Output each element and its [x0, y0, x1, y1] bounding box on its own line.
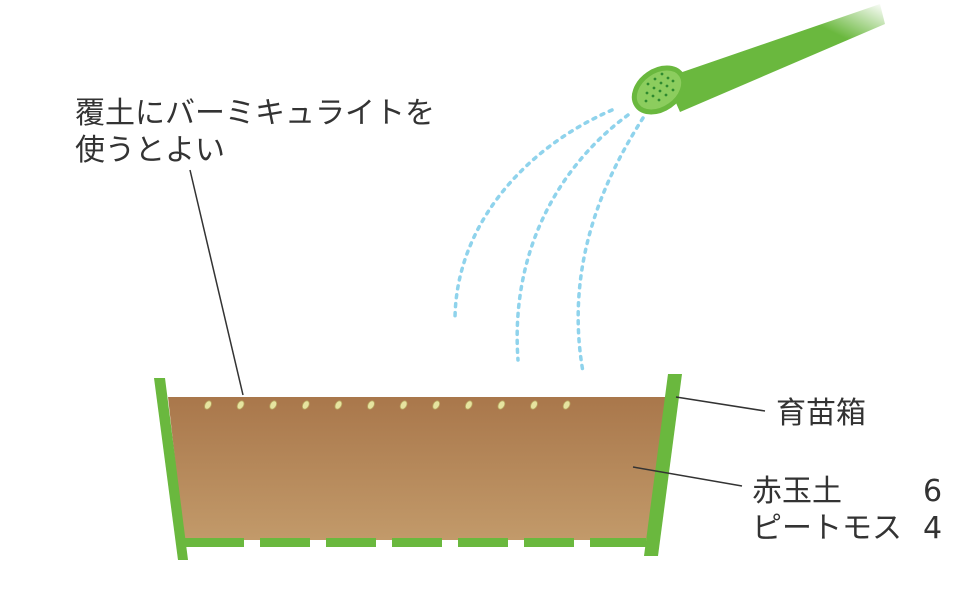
soil-red-label: 赤玉土	[752, 474, 842, 509]
seed	[530, 400, 538, 410]
tray-bottom	[184, 538, 646, 547]
seeds	[204, 400, 571, 410]
soil	[168, 397, 667, 540]
seed	[236, 400, 245, 410]
watering-can-spout	[631, 4, 885, 115]
seed	[334, 400, 343, 410]
seed	[399, 400, 408, 410]
tray-label: 育苗箱	[776, 396, 866, 431]
tray-right-wall	[644, 374, 682, 556]
seed	[204, 400, 212, 410]
soil-peat-ratio: 4	[923, 511, 942, 546]
tray-left-wall	[154, 378, 188, 560]
soil-peat-label: ピートモス	[752, 511, 902, 546]
seed	[432, 400, 441, 410]
seed	[301, 400, 310, 410]
seed	[269, 400, 278, 410]
water-stream	[515, 113, 630, 362]
covering-label-line1: 覆土にバーミキュライトを	[75, 96, 435, 131]
soil-red-ratio: 6	[923, 474, 942, 509]
seed	[464, 400, 473, 410]
seed	[562, 400, 571, 410]
tray-leader-line	[675, 396, 766, 412]
seed	[497, 400, 506, 410]
water-stream	[576, 116, 645, 374]
seed	[367, 400, 375, 410]
covering-label-line2: 使うとよい	[75, 133, 225, 168]
water-streams	[453, 108, 645, 374]
water-stream	[453, 108, 614, 322]
covering-leader-line	[189, 169, 244, 396]
soil-leader-line	[632, 466, 743, 487]
